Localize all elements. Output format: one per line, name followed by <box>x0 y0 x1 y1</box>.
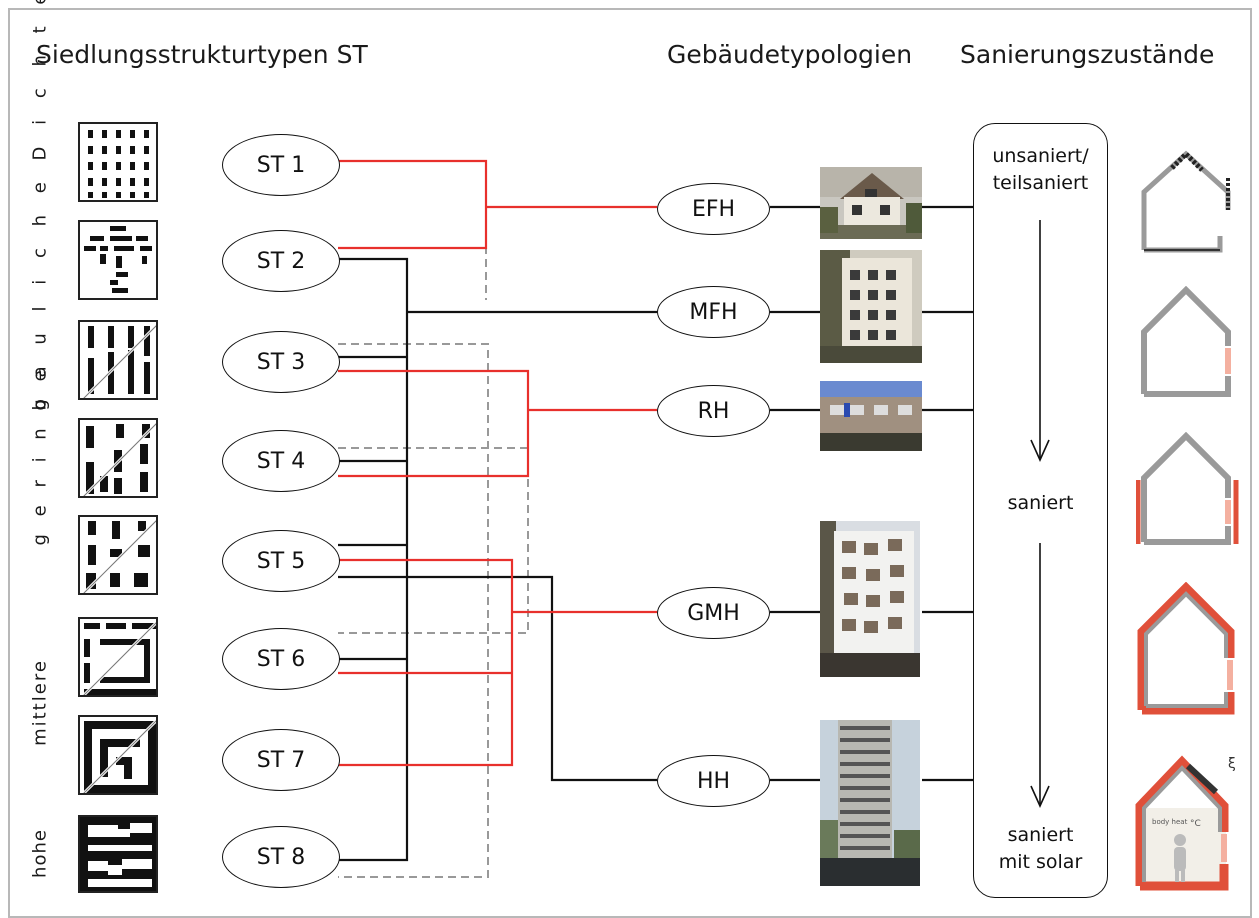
pattern-dense-blocks <box>81 718 156 793</box>
black-line-st5-hh <box>338 575 657 782</box>
header-building-types: Gebäudetypologien <box>667 40 913 69</box>
settlement-pattern-8 <box>78 815 158 893</box>
settlement-pattern-4 <box>78 418 158 498</box>
pattern-row-houses <box>81 323 156 398</box>
st-node-6: ST 6 <box>222 628 340 690</box>
red-line-st3-st4 <box>338 369 530 478</box>
building-type-gmh: GMH <box>657 587 770 639</box>
hh-tower-picture <box>820 720 920 886</box>
st-node-5: ST 5 <box>222 530 340 592</box>
state-unsaniert-teilsaniert: unsaniert/ teilsaniert <box>992 145 1089 194</box>
celsius-label: °C <box>1190 819 1201 829</box>
photo-efh <box>820 167 922 239</box>
mfh-building-picture <box>820 250 922 363</box>
efh-house-picture <box>820 167 922 239</box>
photo-rh <box>820 381 922 451</box>
dashed-connections <box>338 246 529 878</box>
st-node-3: ST 3 <box>222 331 340 393</box>
solar-symbol: ξ <box>1228 756 1236 772</box>
person-silhouette <box>1174 834 1186 882</box>
pattern-perimeter-block <box>81 620 156 695</box>
gmh-building-picture <box>820 521 920 677</box>
pattern-village <box>84 226 152 293</box>
red-line-st1-efh <box>338 159 488 250</box>
house-icon-unrenovated <box>1141 150 1231 253</box>
pattern-high-density <box>88 823 152 887</box>
settlement-pattern-1 <box>78 122 158 202</box>
dashed-line-st4-st6 <box>338 447 529 634</box>
building-type-rh: RH <box>657 385 770 437</box>
pattern-grid-points <box>88 130 149 198</box>
settlement-pattern-2 <box>78 220 158 300</box>
photo-mfh <box>820 250 922 363</box>
header-settlement-types: Siedlungsstrukturtypen ST <box>36 40 368 69</box>
pattern-mixed-blocks <box>81 518 156 593</box>
house-icon-partly-renovated <box>1141 286 1231 397</box>
body-heat-label: body heat <box>1152 818 1188 826</box>
house-icon-renovated-solar: ξ body heat °C <box>1135 755 1236 891</box>
building-type-mfh: MFH <box>657 286 770 338</box>
building-type-hh: HH <box>657 755 770 807</box>
dashed-line-st3-st8 <box>338 343 489 878</box>
st-node-8: ST 8 <box>222 826 340 888</box>
settlement-pattern-5 <box>78 515 158 595</box>
settlement-pattern-3 <box>78 320 158 400</box>
house-icon-renovated-insulated <box>1137 582 1235 715</box>
st-node-7: ST 7 <box>222 729 340 791</box>
st-node-4: ST 4 <box>222 430 340 492</box>
pattern-linear-blocks <box>81 421 156 496</box>
building-type-efh: EFH <box>657 183 770 235</box>
settlement-pattern-7 <box>78 715 158 795</box>
header-renovation-states: Sanierungszustände <box>960 40 1215 69</box>
state-saniert: saniert <box>1007 492 1074 514</box>
house-icon-renovated <box>1136 432 1239 545</box>
red-connections <box>338 159 657 767</box>
photo-hh <box>820 720 920 886</box>
red-line-st5-st7 <box>338 558 514 767</box>
st-node-2: ST 2 <box>222 230 340 292</box>
photo-gmh <box>820 521 920 677</box>
rh-rowhouse-picture <box>820 381 922 451</box>
state-saniert-mit-solar: saniert mit solar <box>998 824 1083 873</box>
settlement-pattern-6 <box>78 617 158 697</box>
st-node-1: ST 1 <box>222 134 340 196</box>
